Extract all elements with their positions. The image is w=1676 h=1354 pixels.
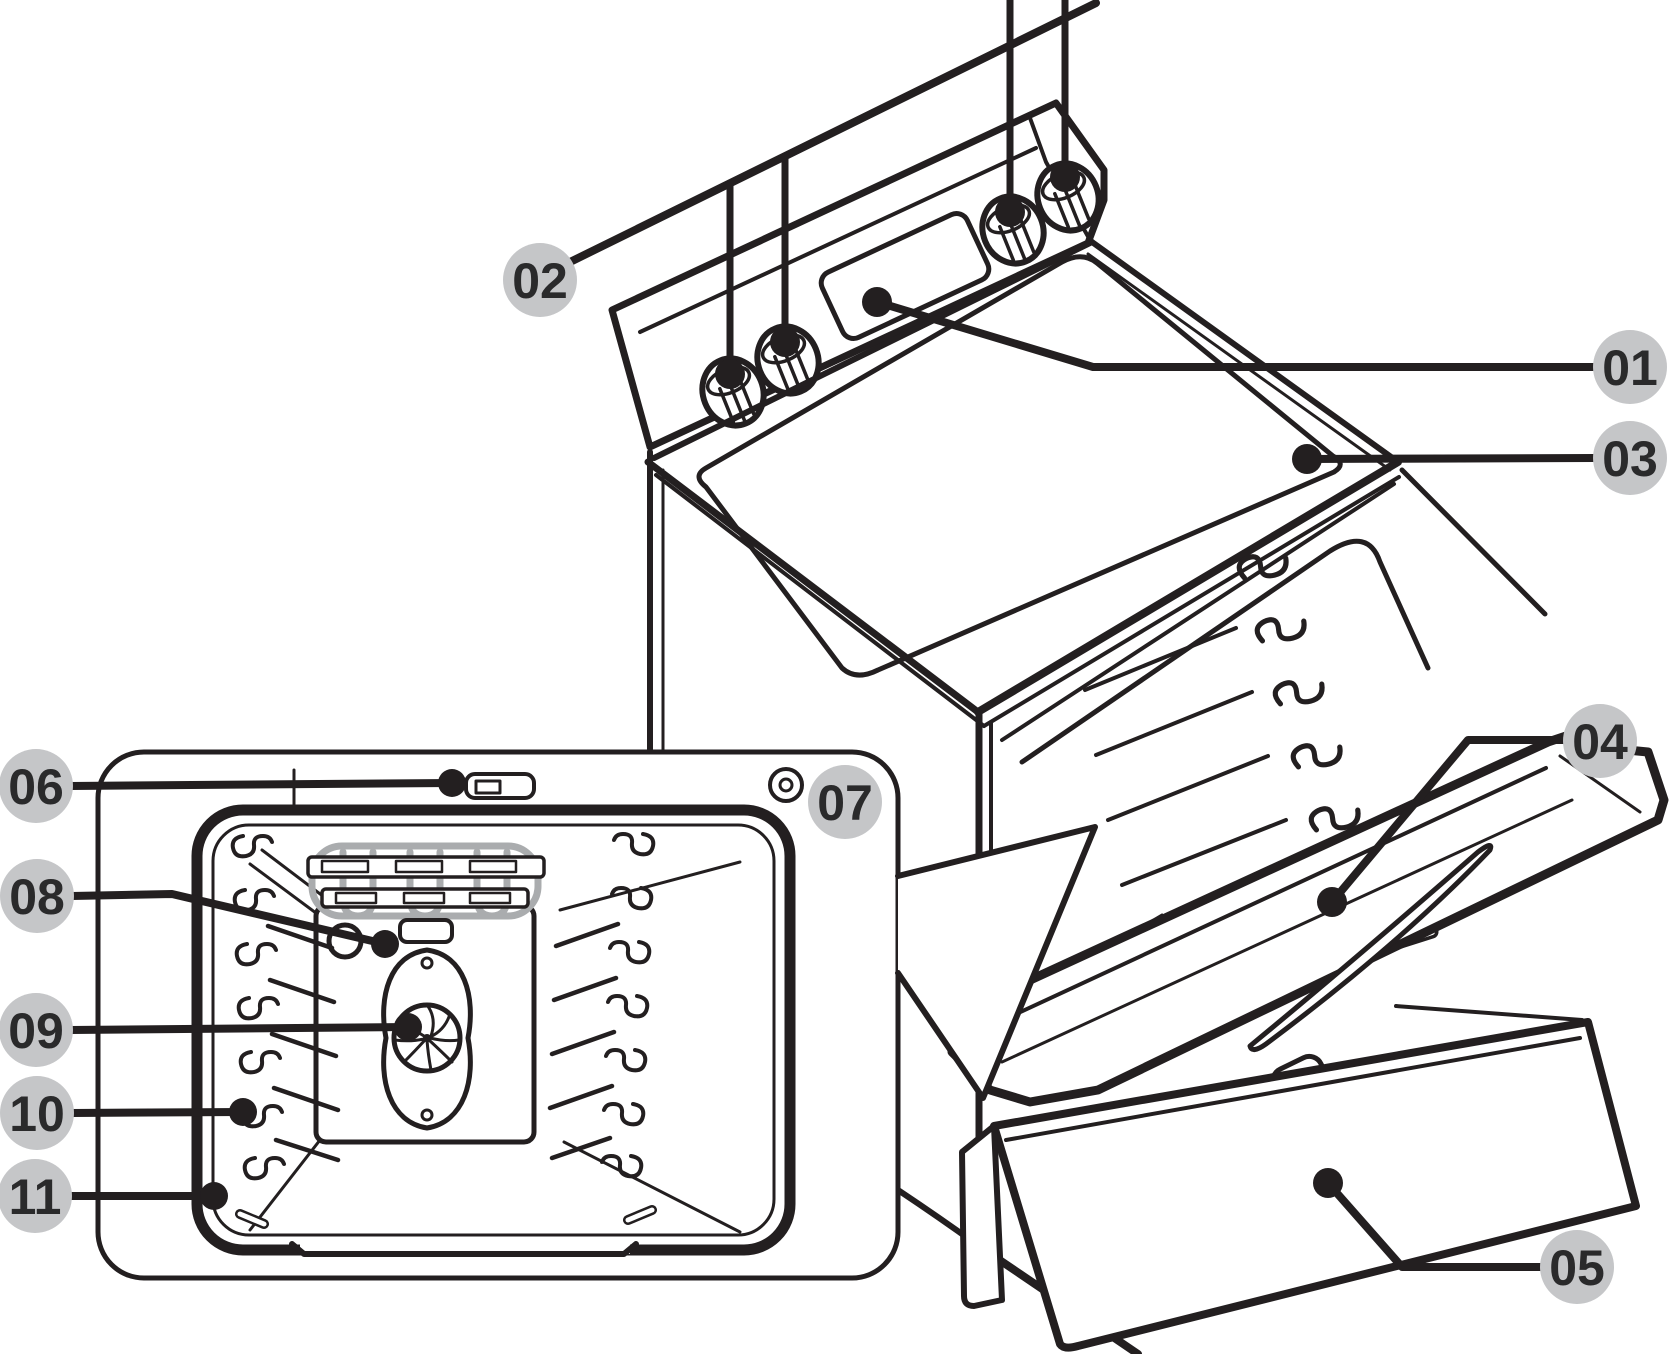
vent-icon [768, 767, 804, 803]
callout-06-number: 06 [8, 759, 64, 815]
callout-06: 06 [0, 749, 73, 823]
callout-03: 03 [1593, 421, 1667, 495]
door-latch [464, 772, 536, 800]
callout-08: 08 [0, 859, 74, 933]
callout-05: 05 [1540, 1230, 1614, 1304]
callout-07: 07 [808, 765, 882, 839]
broil-element [306, 842, 546, 920]
oven-door-open [947, 729, 1669, 1107]
callout-10-number: 10 [9, 1086, 65, 1142]
callout-01: 01 [1593, 330, 1667, 404]
inset-oven-cavity-panel [95, 749, 901, 1281]
callout-10: 10 [0, 1076, 74, 1150]
callout-11-number: 11 [9, 1169, 62, 1225]
callout-03-number: 03 [1602, 431, 1658, 487]
callout-04-number: 04 [1572, 714, 1628, 770]
callout-04: 04 [1563, 704, 1637, 778]
convection-fan [381, 918, 473, 1131]
broil-element-brackets [306, 855, 546, 909]
cavity-rack-guides [230, 832, 657, 1229]
callout-08-number: 08 [9, 869, 65, 925]
callout-11: 11 [0, 1159, 72, 1233]
callout-02-number: 02 [512, 253, 568, 309]
leader-lines [66, 0, 1599, 1271]
callout-01-number: 01 [1602, 340, 1658, 396]
inset-pointer-wedge [895, 824, 1098, 1101]
callout-05-number: 05 [1549, 1240, 1605, 1296]
callout-09: 09 [0, 993, 73, 1067]
callout-02: 02 [503, 243, 577, 317]
callout-09-number: 09 [8, 1003, 64, 1059]
callout-07-number: 07 [817, 775, 873, 831]
callout-labels: 01 02 03 04 05 06 07 08 [0, 243, 1667, 1304]
